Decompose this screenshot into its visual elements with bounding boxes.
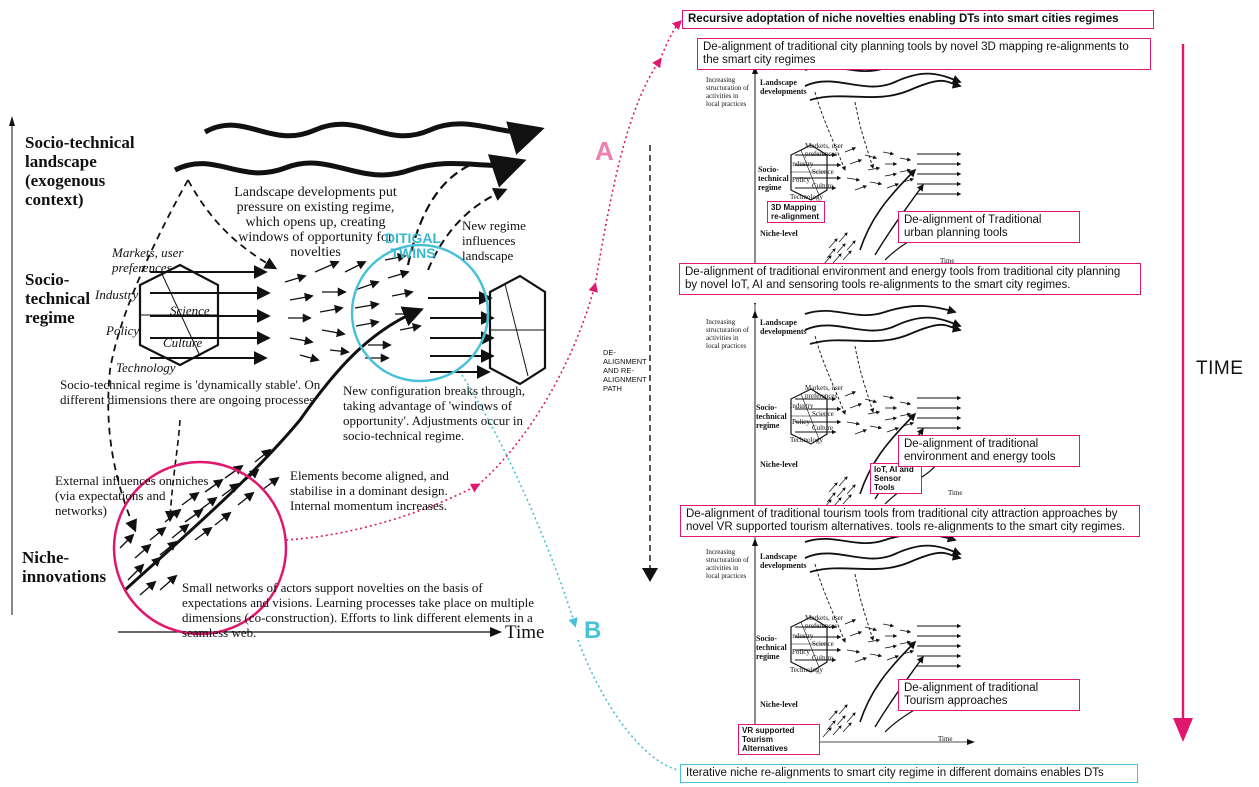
markets-label: Markets, user preferences [112, 245, 184, 275]
mini-1-policy: Policy [792, 176, 810, 184]
mini-3-science: Science [812, 640, 834, 648]
mini-1-technology: Technology [790, 193, 823, 201]
connector-a-lower [285, 483, 481, 541]
panel-3-dealign-box: De-alignment of traditional Tourism appr… [898, 679, 1080, 711]
panel-3-niche-box: VR supported Tourism Alternatives [738, 724, 820, 755]
letter-b: B [584, 617, 602, 644]
mini-1-niche: Niche-level [760, 229, 798, 238]
mini-1-time: Time [940, 257, 955, 265]
mini-2-increasing: Increasing structuration of activities i… [706, 318, 749, 350]
dynamically-stable-text: Socio-technical regime is 'dynamically s… [60, 377, 321, 407]
landscape-pressure-text: Landscape developments put pressure on e… [234, 185, 397, 260]
mini-3-increasing: Increasing structuration of activities i… [706, 548, 749, 580]
regime-hexagon-left [138, 263, 220, 367]
mini-2-regime: Socio-technical regime [756, 403, 787, 430]
path-arrow-head [642, 568, 658, 582]
culture-label: Culture [163, 335, 203, 350]
dashed-arrow-4 [427, 187, 508, 271]
mini-1-culture: Culture [812, 182, 833, 190]
time-axis-label: Time [505, 622, 545, 643]
panel-2-dealign-box: De-alignment of traditional environment … [898, 435, 1080, 467]
mini-2-time: Time [948, 489, 963, 497]
connector-a-upper [594, 57, 662, 286]
mini-1-industry: Industry [790, 160, 814, 168]
panel-2-header: De-alignment of traditional environment … [679, 263, 1141, 295]
mini-1-increasing: Increasing structuration of activities i… [706, 76, 749, 108]
mini-2-markets: Markets, user preferences [805, 384, 844, 400]
mini-2-science: Science [812, 410, 834, 418]
landscape-wave-2 [173, 154, 527, 188]
mini-2-culture: Culture [812, 424, 833, 432]
mini-3-markets: Markets, user preferences [805, 614, 844, 630]
mini-1-regime: Socio-technical regime [758, 165, 789, 192]
mini-3-time: Time [938, 735, 953, 743]
mini-1-science: Science [812, 168, 834, 176]
mini-2-industry: Industry [790, 402, 814, 410]
mini-2-landscape: Landscape developments [760, 318, 807, 336]
regime-label: Socio-technical regime [25, 270, 91, 327]
digital-twins-circle [350, 243, 490, 383]
time-arrow-head [1173, 718, 1193, 742]
panel-1-dealign-box: De-alignment of Traditional urban planni… [898, 211, 1080, 243]
mini-2-technology: Technology [790, 436, 823, 444]
connector-b-upper [461, 374, 578, 628]
mini-3-landscape: Landscape developments [760, 552, 807, 570]
technology-label: Technology [116, 360, 176, 375]
mini-3-technology: Technology [790, 666, 823, 674]
mini-3-policy: Policy [792, 648, 810, 656]
mini-2-policy: Policy [792, 418, 810, 426]
mini-1-markets: Markets, user preferences [805, 142, 844, 158]
panel-2-niche-box: IoT, AI and Sensor Tools [870, 463, 922, 494]
dashed-arrow-2 [187, 179, 278, 270]
connector-b-lower [577, 639, 679, 771]
breakthrough-text: New configuration breaks through, taking… [343, 383, 525, 443]
aligned-text: Elements become aligned, and stabilise i… [290, 468, 449, 513]
niche-circle [112, 460, 288, 636]
regime-hexagon-right [488, 274, 547, 386]
path-label: DE-ALIGNMENT AND RE-ALIGNMENT PATH [603, 348, 647, 393]
landscape-wave-1 [203, 121, 545, 155]
science-label: Science [170, 303, 210, 318]
time-label-right: TIME [1196, 358, 1244, 379]
connector-a-mid [477, 282, 598, 486]
landscape-label: Socio-technical landscape (exogenous con… [25, 133, 135, 209]
panel-3-header: De-alignment of traditional tourism tool… [680, 505, 1140, 537]
new-regime-text: New regime influences landscape [462, 218, 526, 263]
industry-label: Industry [95, 287, 139, 302]
letter-a: A [595, 136, 614, 166]
connector-a-top [659, 19, 683, 61]
top-title-box: Recursive adoptation of niche novelties … [682, 10, 1154, 29]
external-influences-text: External influences on niches (via expec… [55, 473, 209, 518]
mini-1-landscape: Landscape developments [760, 78, 807, 96]
small-networks-text: Small networks of actors support novelti… [182, 580, 534, 640]
dashed-arrow-1 [107, 179, 189, 533]
dashed-arrow-5 [406, 164, 471, 266]
niche-label: Niche-innovations [22, 548, 107, 586]
mini-3-culture: Culture [812, 654, 833, 662]
mini-3-niche: Niche-level [760, 700, 798, 709]
mini-2-niche: Niche-level [760, 460, 798, 469]
panel-1-niche-box: 3D Mapping re-alignment [767, 201, 825, 223]
panel-1-header: De-alignment of traditional city plannin… [697, 38, 1151, 70]
digital-twins-label: DITIGAL TWINS [385, 230, 441, 261]
mini-3-regime: Socio-technical regime [756, 634, 787, 661]
mini-3-industry: Industry [790, 632, 814, 640]
x-axis-arrow [490, 627, 502, 637]
policy-label: Policy [106, 323, 140, 338]
bottom-title-box: Iterative niche re-alignments to smart c… [680, 764, 1138, 783]
y-axis-arrow [9, 116, 15, 126]
